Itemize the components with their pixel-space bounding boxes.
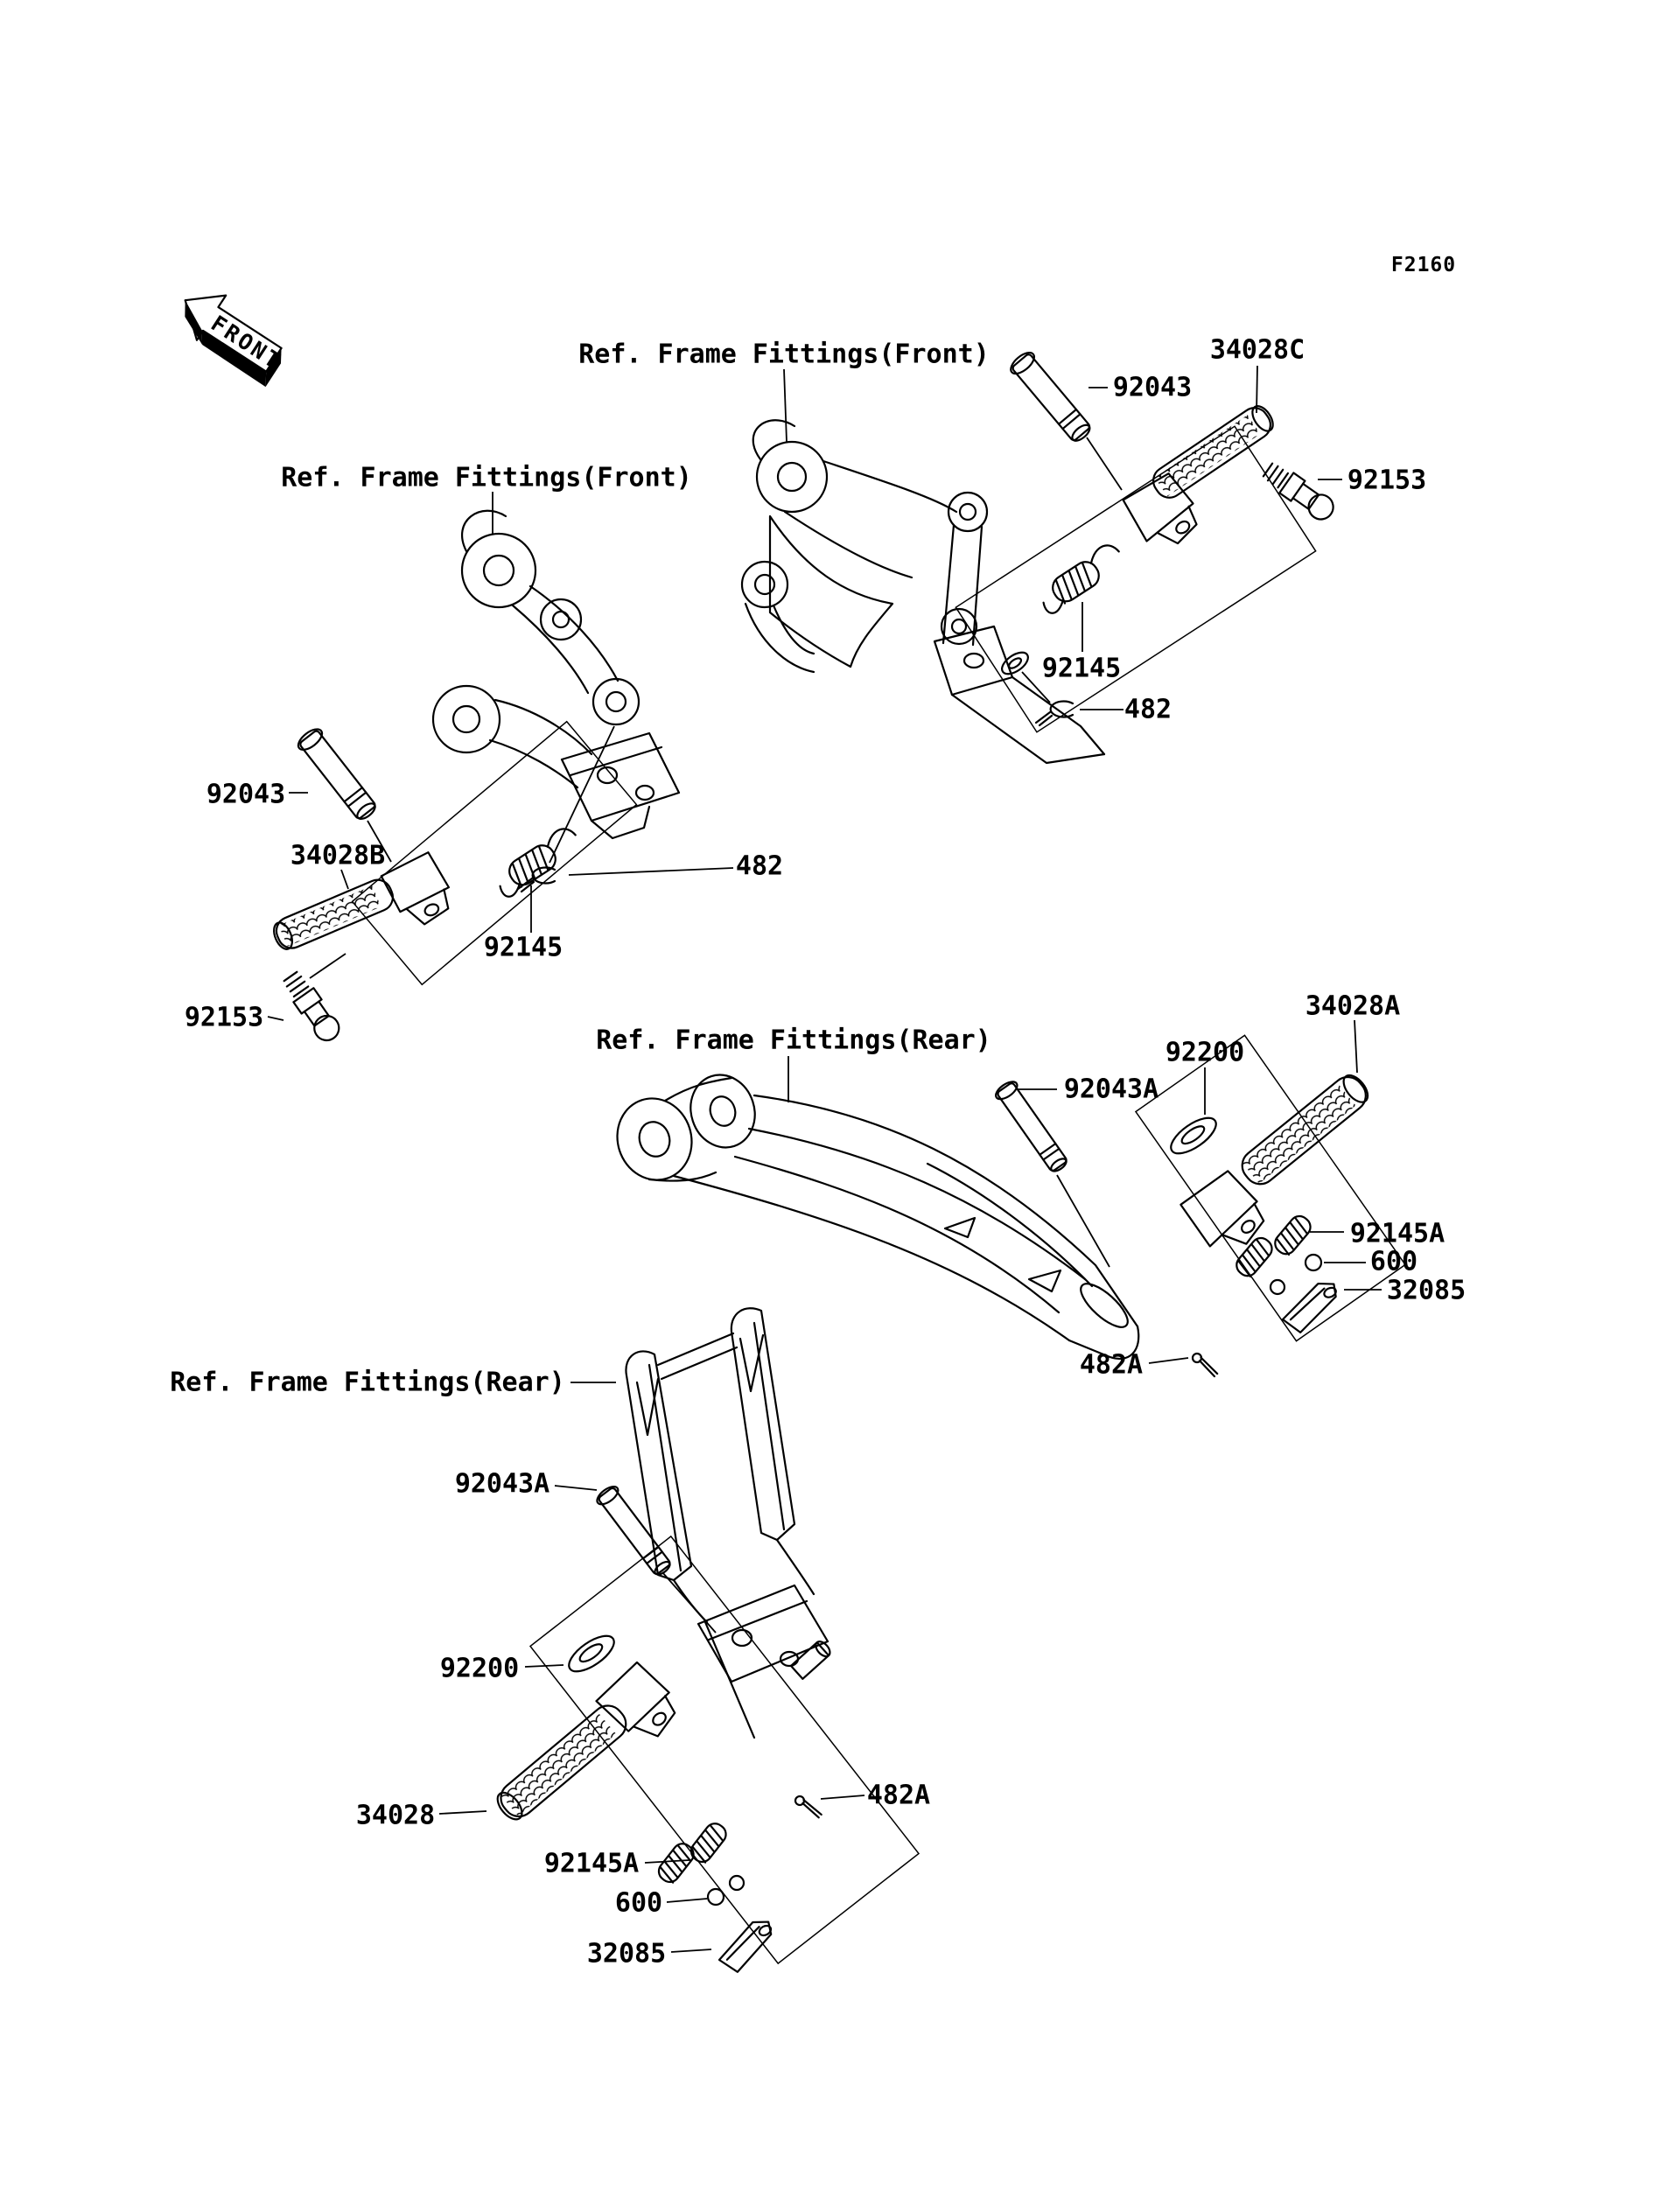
label-92043A-lower: 92043A — [454, 1468, 550, 1500]
circlip-482-left — [516, 866, 556, 893]
spring-92145A-lower-2 — [657, 1843, 695, 1884]
label-92043-top: 92043 — [1112, 372, 1193, 403]
label-ref-frame-fittings-rear-upper: Ref. Frame Fittings(Rear) — [596, 1025, 991, 1056]
rear-bracket-upper — [616, 1074, 1140, 1361]
label-92043-left: 92043 — [206, 779, 286, 810]
label-92145-top: 92145 — [1041, 653, 1122, 684]
label-ref-frame-fittings-front-top: Ref. Frame Fittings(Front) — [578, 339, 990, 370]
ball-extra-right — [1269, 1278, 1286, 1296]
ball-600-right — [1304, 1253, 1323, 1272]
pin-92043-left — [297, 728, 376, 820]
label-32085-right: 32085 — [1386, 1275, 1466, 1306]
toe-piece-32085-lower — [718, 1921, 773, 1973]
front-bracket-top — [740, 419, 1106, 765]
spring-92145-top — [1042, 544, 1120, 614]
ball-extra-lower — [728, 1874, 746, 1892]
pin-92043A-lower — [596, 1485, 671, 1576]
front-bracket-left — [431, 509, 681, 840]
label-482A-lower: 482A — [866, 1780, 931, 1811]
cotter-pin-482A-right — [1191, 1352, 1219, 1378]
assembly-group-boxes — [351, 425, 1407, 1965]
label-92200-right: 92200 — [1165, 1037, 1245, 1068]
label-92043A-right: 92043A — [1063, 1074, 1159, 1105]
cotter-pin-482A-lower — [794, 1795, 822, 1819]
label-92145-left: 92145 — [483, 932, 564, 963]
ball-600-lower — [706, 1887, 725, 1907]
label-482-top: 482 — [1124, 694, 1172, 725]
label-92145A-lower: 92145A — [543, 1848, 640, 1879]
label-600-right: 600 — [1369, 1246, 1418, 1277]
footpeg-34028A — [1180, 1074, 1369, 1248]
leader-lines — [267, 365, 1382, 1953]
toe-piece-32085-right — [1281, 1282, 1337, 1333]
label-92200-lower: 92200 — [439, 1653, 520, 1684]
bolt-92153-left — [283, 970, 340, 1042]
label-92145A-right: 92145A — [1349, 1218, 1446, 1249]
label-ref-frame-fittings-rear-lower: Ref. Frame Fittings(Rear) — [170, 1367, 565, 1398]
label-34028A: 34028A — [1305, 990, 1401, 1022]
label-482-left: 482 — [735, 850, 784, 882]
circlip-482-top — [1034, 700, 1074, 727]
spring-92145A-lower-1 — [690, 1823, 727, 1864]
footpeg-34028C — [1122, 405, 1274, 545]
washer-92200-right — [1170, 1116, 1217, 1155]
spring-92145A-right-1 — [1274, 1214, 1312, 1256]
label-fiche-code: F2160 — [1390, 254, 1457, 276]
label-ref-frame-fittings-front-left: Ref. Frame Fittings(Front) — [281, 462, 692, 493]
label-34028C: 34028C — [1209, 334, 1306, 366]
footpeg-34028 — [496, 1661, 676, 1821]
label-92153-left: 92153 — [184, 1002, 264, 1033]
washer-92200-lower — [568, 1634, 615, 1673]
label-32085-lower: 32085 — [586, 1938, 667, 1970]
label-600-lower: 600 — [614, 1887, 663, 1919]
pin-92043A-right — [995, 1081, 1068, 1172]
pin-92043-top — [1010, 351, 1091, 442]
label-34028B: 34028B — [290, 840, 386, 871]
washer-top — [1001, 651, 1029, 675]
footpeg-34028B — [273, 851, 450, 950]
label-92153-top: 92153 — [1347, 465, 1427, 496]
spring-92145A-right-2 — [1236, 1236, 1273, 1278]
label-34028: 34028 — [355, 1800, 436, 1831]
label-482A-right: 482A — [1079, 1349, 1144, 1381]
bolt-92153-top — [1262, 462, 1334, 521]
